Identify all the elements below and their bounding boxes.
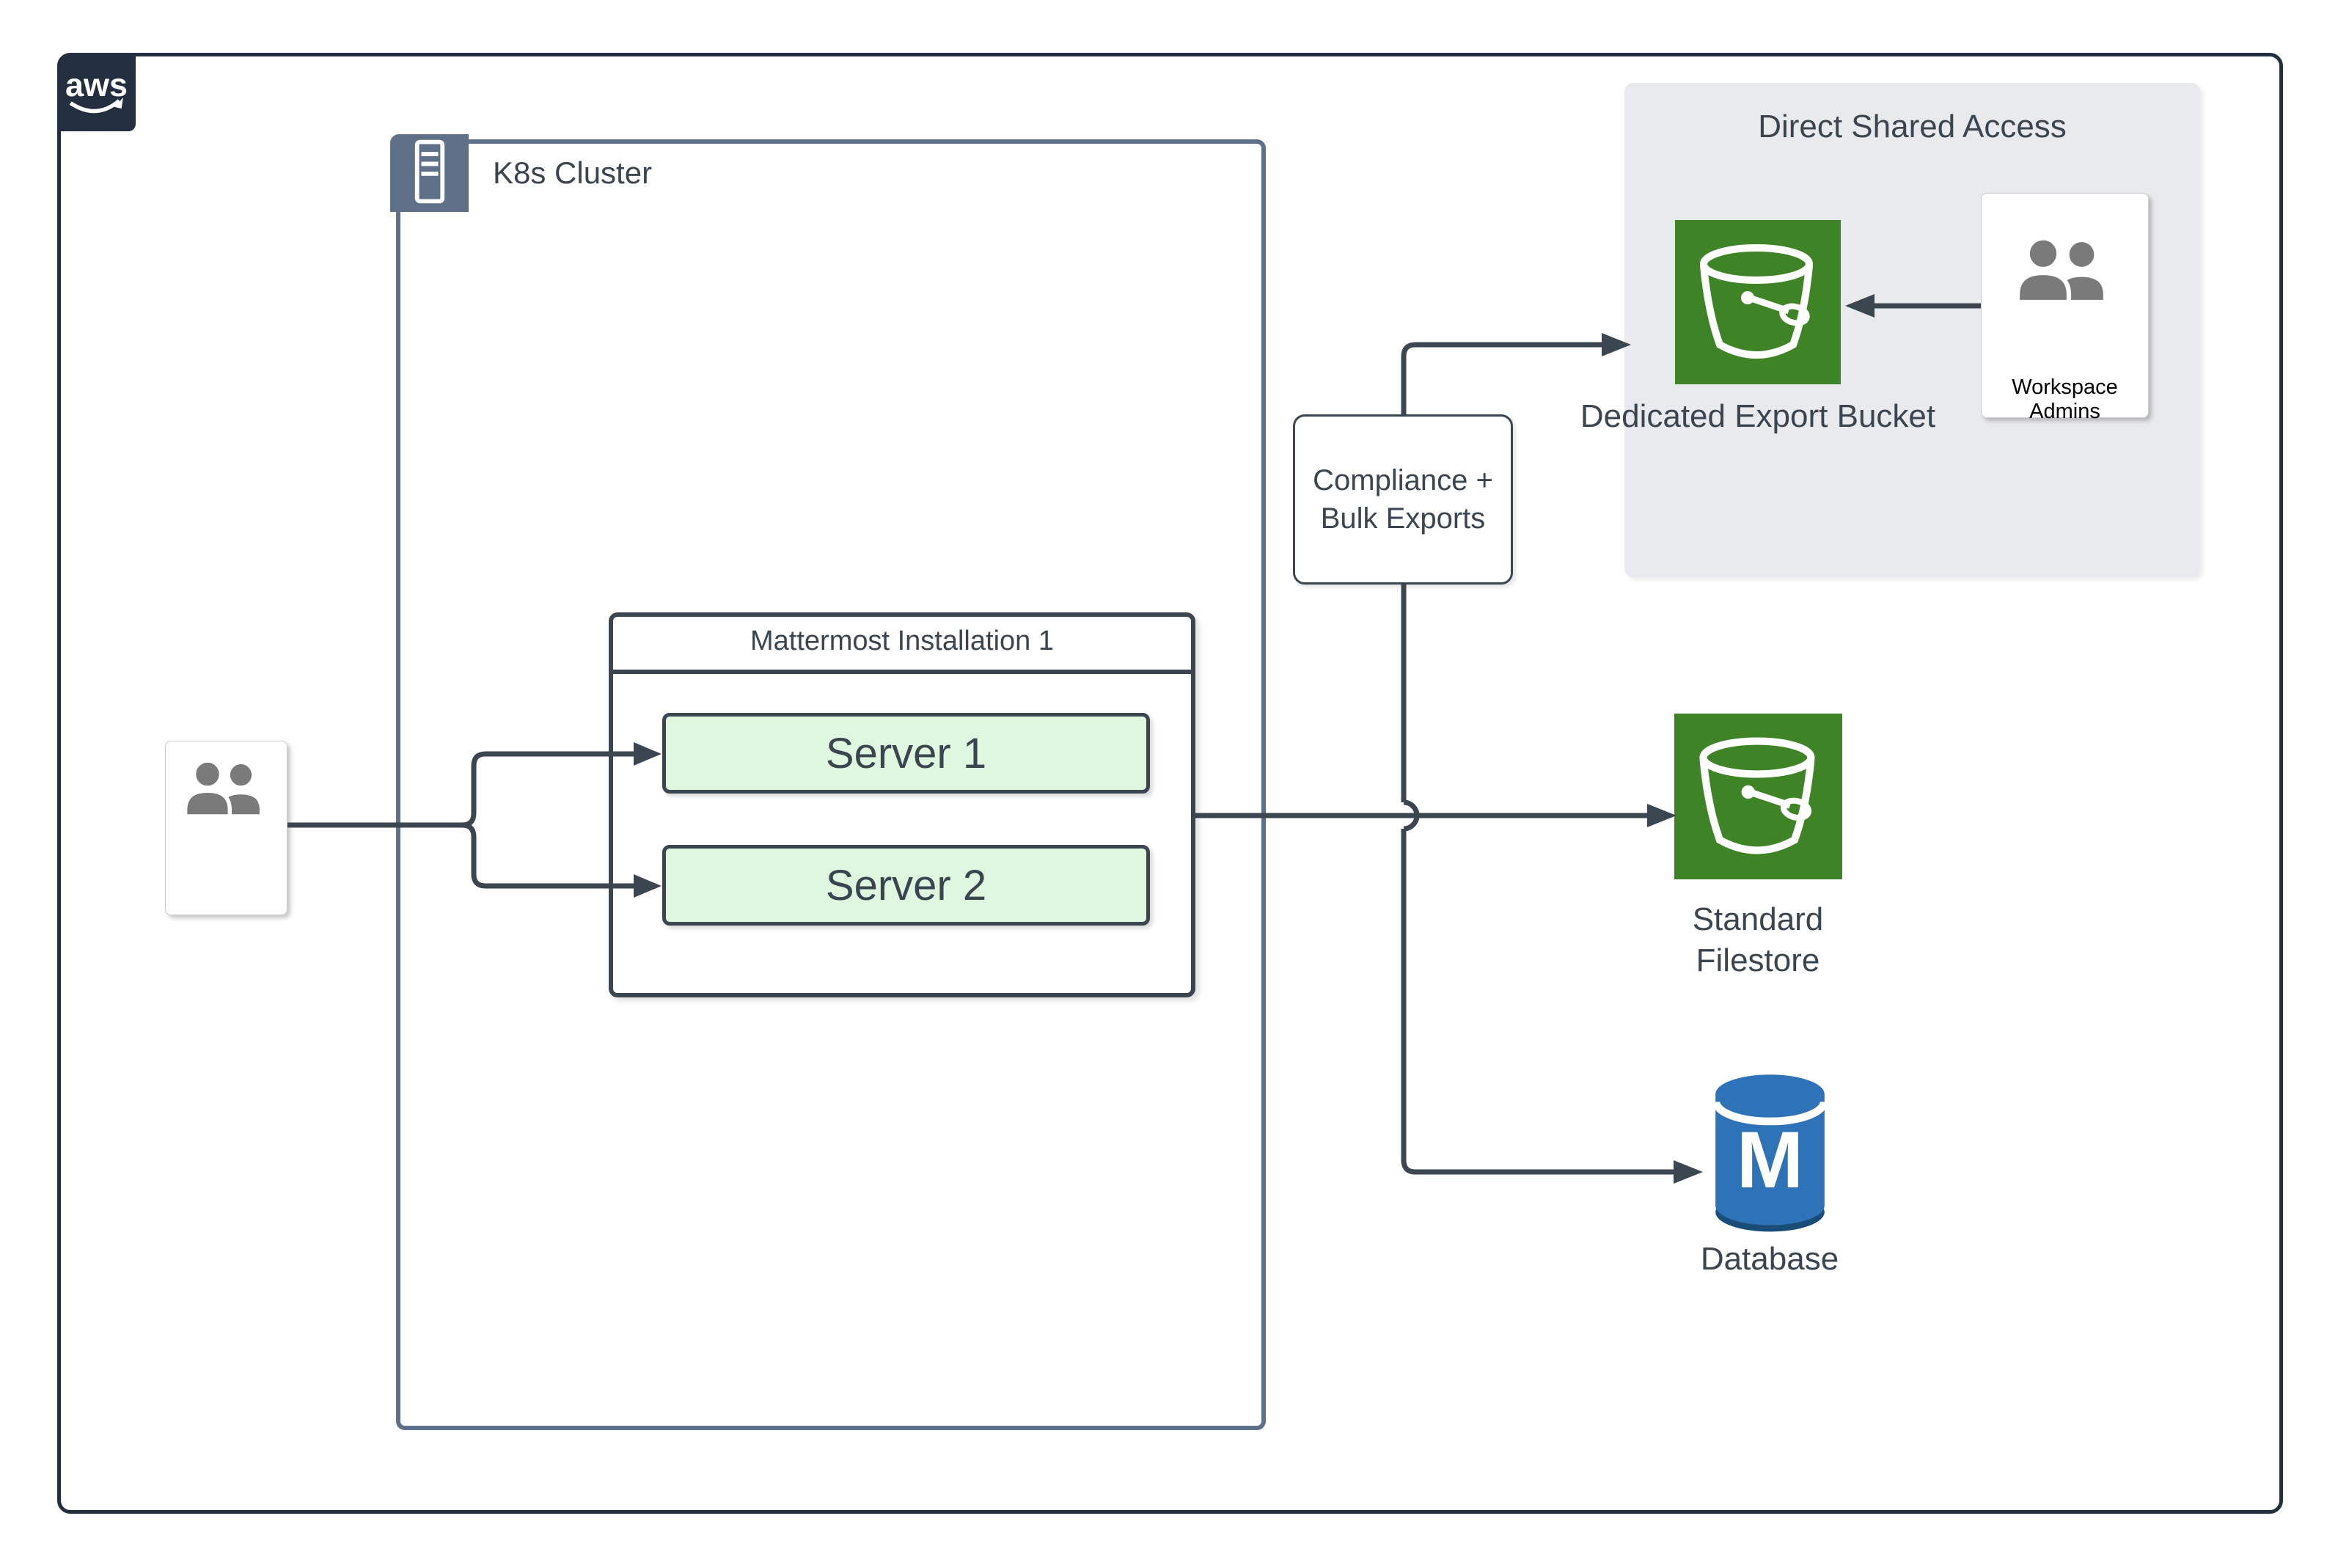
k8s-cluster-badge (390, 134, 469, 212)
users-icon (179, 758, 274, 829)
compliance-bulk-exports-label: Compliance + Bulk Exports (1313, 464, 1493, 535)
database-cylinder-icon: M (1705, 1074, 1835, 1241)
mattermost-installation-title: Mattermost Installation 1 (609, 612, 1195, 674)
database-node: M (1705, 1072, 1835, 1238)
aws-cloud-badge: aws (57, 53, 136, 131)
direct-shared-access-title: Direct Shared Access (1758, 109, 2067, 144)
standard-filestore-node (1674, 714, 1842, 879)
svg-text:aws: aws (65, 66, 128, 103)
workspace-admins-label: Workspace Admins (2012, 375, 2118, 423)
server-rack-icon (395, 136, 465, 210)
compliance-bulk-exports-node: Compliance + Bulk Exports (1293, 414, 1513, 585)
aws-logo-icon: aws (57, 66, 136, 134)
database-label: Database (1700, 1241, 1839, 1277)
standard-filestore-label: Standard Filestore (1692, 901, 1824, 978)
server-2-node: Server 2 (662, 845, 1150, 926)
dedicated-export-bucket-label: Dedicated Export Bucket (1580, 398, 1936, 434)
svg-text:M: M (1737, 1115, 1803, 1205)
workspace-admins-icon (2010, 235, 2120, 317)
dedicated-export-bucket-node (1675, 220, 1841, 384)
s3-bucket-icon (1685, 227, 1831, 378)
s3-bucket-icon (1684, 720, 1833, 873)
k8s-cluster-label: K8s Cluster (493, 155, 653, 190)
server-1-node: Server 1 (662, 713, 1150, 794)
users-card (165, 741, 287, 915)
workspace-admins-card (1981, 193, 2149, 418)
outer-frame (57, 53, 2283, 1514)
